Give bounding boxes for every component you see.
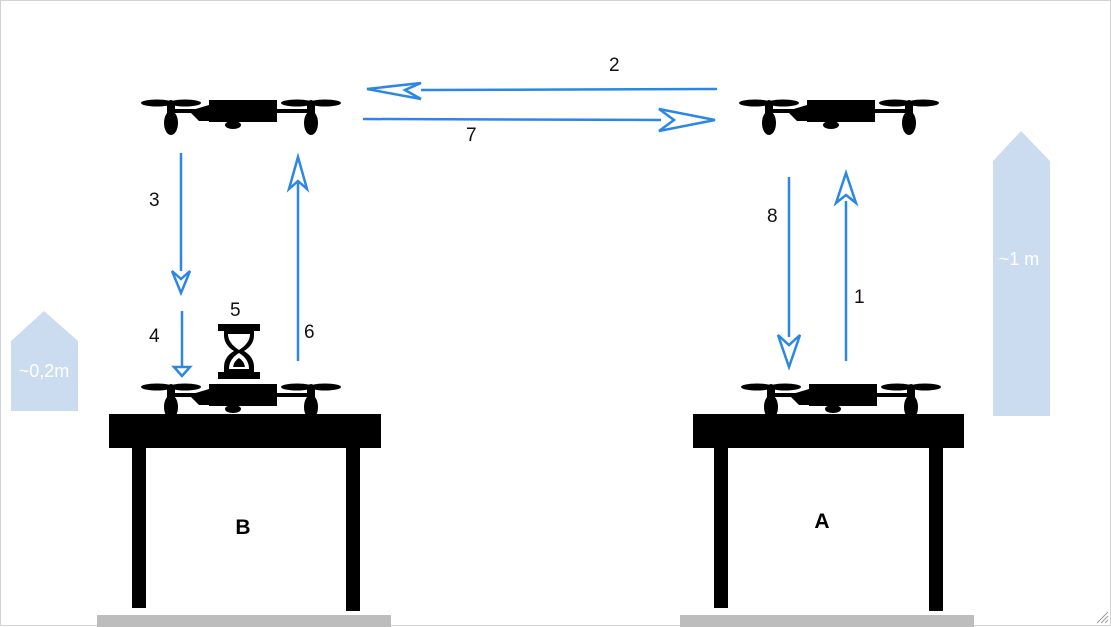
step-label-6: 6 (304, 322, 315, 343)
resize-grip-icon[interactable] (1096, 611, 1109, 624)
flight-arrows (170, 81, 859, 378)
step-label-7: 7 (466, 125, 477, 146)
table-label-b: B (235, 516, 250, 539)
table-a: A (693, 414, 964, 611)
step-label-3: 3 (149, 190, 160, 211)
step-label-2: 2 (609, 55, 620, 76)
arrow-step-8 (776, 177, 802, 371)
floor-left (97, 615, 391, 627)
hourglass-icon (218, 324, 260, 379)
table-label-a: A (814, 510, 829, 533)
step-label-4: 4 (149, 326, 160, 347)
step-label-1: 1 (854, 287, 865, 308)
step-label-5: 5 (230, 300, 241, 321)
height-marker-high: ~1 m (993, 131, 1050, 416)
step-label-8: 8 (767, 206, 778, 227)
drone-icon (741, 383, 941, 419)
arrow-step-1 (833, 169, 859, 361)
table-b: B (109, 414, 381, 611)
height-marker-low: ~0,2m (11, 311, 78, 411)
height-label-low: ~0,2m (19, 361, 70, 381)
floor-right (680, 615, 974, 627)
drone-icon (141, 383, 341, 419)
height-label-high: ~1 m (999, 249, 1040, 269)
arrow-step-2 (366, 81, 718, 101)
arrow-step-4 (171, 311, 193, 378)
arrow-step-6 (286, 152, 310, 361)
arrow-step-3 (170, 153, 192, 297)
arrow-step-7 (362, 107, 716, 133)
drone-icon (739, 99, 939, 135)
drone-icon (141, 99, 341, 135)
